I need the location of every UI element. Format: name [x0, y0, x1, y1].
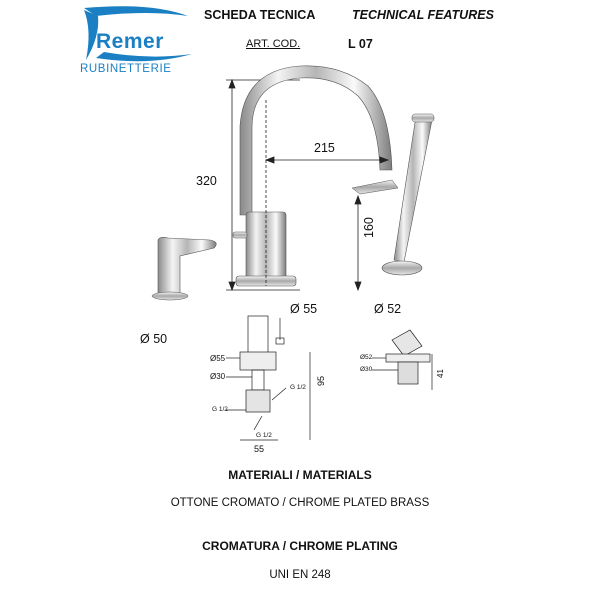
sheet-title-en: TECHNICAL FEATURES [352, 8, 494, 22]
materials-title: MATERIALI / MATERIALS [228, 468, 372, 482]
section-main-thread-right: G 1/2 [290, 384, 306, 391]
faucet-main-body [232, 65, 399, 287]
mixer-handle [151, 237, 217, 301]
dim-diameter-shower: Ø 52 [374, 302, 402, 316]
plating-value: UNI EN 248 [269, 569, 331, 581]
section-main-thread-bottom: G 1/2 [256, 432, 272, 439]
section-drawing-main [226, 315, 311, 441]
materials-value: OTTONE CROMATO / CHROME PLATED BRASS [170, 497, 430, 509]
section-main-w55: 55 [254, 444, 265, 454]
section-main-d30: Ø30 [210, 372, 226, 381]
dimension-shower-height [354, 194, 362, 292]
brand-logo-text: Remer [96, 30, 164, 53]
dim-diameter-main: Ø 55 [290, 302, 318, 316]
dimension-reach [264, 100, 390, 286]
hand-shower [381, 113, 435, 276]
art-code-label: ART. COD. [246, 38, 301, 50]
logo-swoosh [84, 6, 192, 62]
dim-reach: 215 [314, 141, 335, 155]
section-shower-h41: 41 [436, 369, 445, 378]
section-main-d55: Ø55 [210, 354, 226, 363]
art-code-value: L 07 [348, 37, 373, 51]
section-main-thread-left: G 1/2 [212, 406, 228, 413]
brand-subtitle: RUBINETTERIE [80, 63, 172, 75]
section-shower-d52: Ø52 [360, 354, 373, 361]
sheet-title-it: SCHEDA TECNICA [204, 8, 316, 22]
plating-title: CROMATURA / CHROME PLATING [202, 539, 398, 553]
section-main-h95: 95 [316, 375, 326, 386]
dim-diameter-handle: Ø 50 [140, 332, 168, 346]
section-shower-d30: Ø30 [360, 366, 373, 373]
dim-shower-height: 160 [362, 217, 376, 238]
dim-height-total: 320 [196, 174, 217, 188]
section-drawing-shower [372, 329, 433, 390]
